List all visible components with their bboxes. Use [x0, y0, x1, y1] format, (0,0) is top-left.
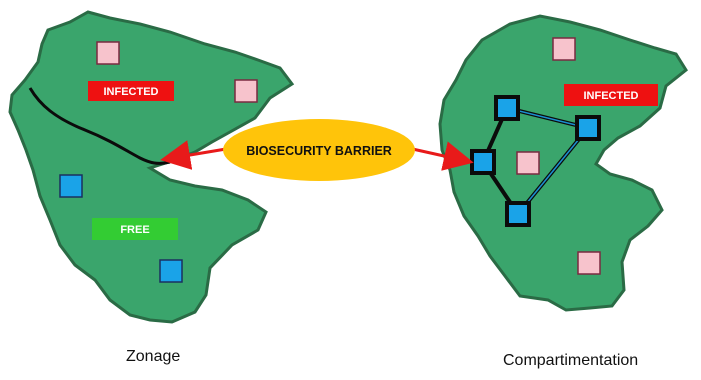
compartimentation-infected-square: [577, 251, 601, 275]
zonage-map: INFECTED FREE: [8, 10, 295, 324]
barrier-label: BIOSECURITY BARRIER: [246, 144, 392, 158]
compartimentation-infected-tag: [564, 84, 658, 106]
compartimentation-caption: Compartimentation: [503, 352, 639, 369]
compartimentation-infected-square: [516, 151, 540, 175]
zonage-land: [8, 10, 295, 324]
zonage-infected-tag: [88, 81, 174, 101]
zonage-caption: Zonage: [126, 348, 181, 365]
compartimentation-infected-square: [552, 37, 576, 61]
compartment-inner-line: [506, 107, 589, 129]
barrier-arrow-right: [407, 141, 474, 171]
compartment-node: [505, 201, 531, 227]
compartment-node: [494, 95, 520, 121]
compartimentation-map: INFECTED: [438, 14, 688, 312]
barrier-callout: BIOSECURITY BARRIER: [160, 119, 474, 181]
zonage-infected-square: [234, 79, 258, 103]
compartment-node: [470, 149, 496, 175]
barrier-ellipse: [223, 119, 415, 181]
zonage-free-square: [159, 259, 183, 283]
zonage-infected-square: [96, 41, 120, 65]
zonage-free-label: FREE: [120, 224, 149, 236]
compartment-node: [575, 115, 601, 141]
compartimentation-infected-label: INFECTED: [584, 90, 639, 102]
barrier-arrow-left: [160, 140, 233, 170]
zonage-infected-label: INFECTED: [104, 86, 159, 98]
compartment-inner-line: [517, 127, 589, 215]
zonage-boundary-line: [28, 87, 171, 165]
zonage-free-square: [59, 174, 83, 198]
zonage-free-tag: [92, 218, 178, 240]
